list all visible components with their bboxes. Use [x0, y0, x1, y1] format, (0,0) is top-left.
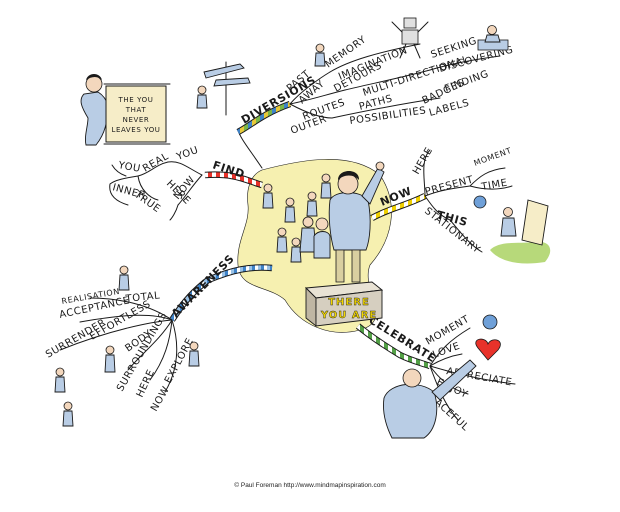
crowd-figures: [262, 173, 332, 263]
main-figure: [313, 161, 385, 283]
diversions-branch: DIVERSIONS PAST MEMORY IMAGINATION SEEKI…: [196, 17, 515, 169]
find-real: REAL: [141, 151, 171, 175]
find-true: TRUE: [131, 189, 162, 215]
sign-holder-figure: THE YOU THAT NEVER LEAVES YOU: [80, 74, 171, 146]
celebrate-moment: MOMENT: [424, 314, 472, 348]
find-branch: FIND YOU REAL YOU INNER TRUE HERE NOW: [109, 145, 263, 221]
sign-line-1: THE YOU: [118, 96, 154, 104]
now-branch: NOW HERE MOMENT PRESENT TIME THIS STATIO…: [370, 145, 551, 264]
now-present: PRESENT: [424, 174, 475, 198]
center-title-1: THERE: [328, 297, 370, 308]
sign-line-2: THAT: [125, 106, 147, 114]
now-here: HERE: [411, 145, 435, 176]
globe-icon: [473, 195, 487, 209]
find-you: YOU: [174, 145, 200, 163]
heart-icon: [475, 338, 501, 361]
awareness-branch: AWARENESS REALISATION ACCEPTANCE TOTAL S…: [44, 252, 273, 427]
celebrate-branch: CELEBRATE MOMENT LOVE APPRECIATE ENJOY P…: [355, 314, 516, 439]
sign-line-4: LEAVES YOU: [111, 126, 160, 134]
center-title-2: YOU ARE: [320, 310, 377, 321]
find-you-upper: YOU: [116, 160, 141, 175]
awareness-now: NOW: [149, 385, 172, 414]
clock-icon: [482, 314, 498, 330]
center-box: THERE YOU ARE: [305, 281, 384, 327]
sign-line-3: NEVER: [123, 116, 150, 124]
awareness-total: TOTAL: [124, 290, 161, 305]
awareness-label: AWARENESS: [169, 252, 237, 320]
credit-line: © Paul Foreman http://www.mindmapinspira…: [234, 482, 386, 489]
awareness-here: HERE: [135, 368, 157, 399]
sign-board: [105, 85, 167, 143]
now-time: TIME: [480, 178, 509, 194]
now-moment: MOMENT: [473, 146, 513, 168]
